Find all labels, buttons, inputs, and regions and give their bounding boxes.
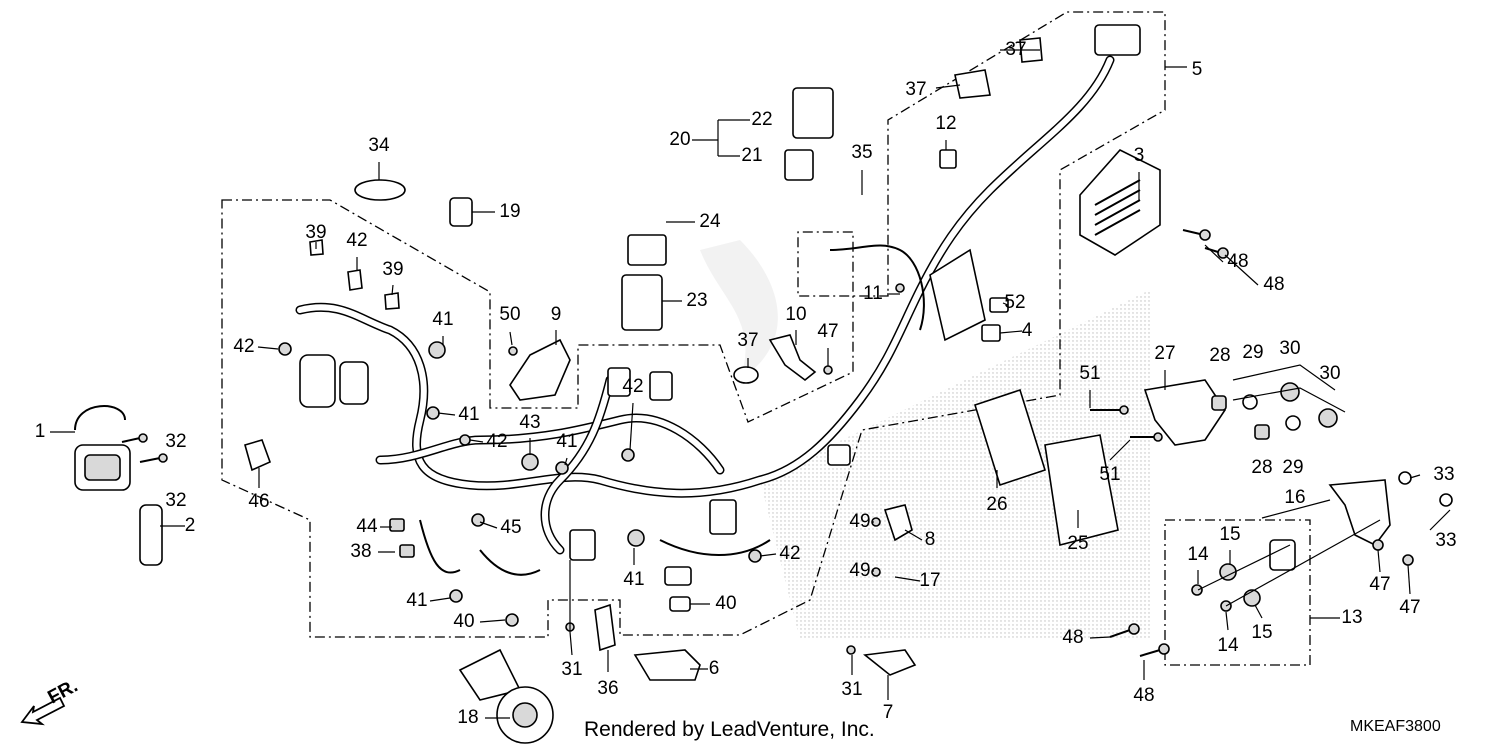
callout-38: 38 xyxy=(350,541,371,562)
callout-41: 41 xyxy=(432,309,453,330)
rendered-by-credit: Rendered by LeadVenture, Inc. xyxy=(584,718,875,741)
callout-34: 34 xyxy=(368,135,390,156)
callout-7: 7 xyxy=(883,702,894,723)
callout-26: 26 xyxy=(986,494,1007,515)
callout-48: 48 xyxy=(1263,274,1284,295)
callout-44: 44 xyxy=(356,516,378,537)
callout-15: 15 xyxy=(1219,524,1240,545)
callout-5: 5 xyxy=(1192,59,1203,80)
callout-47: 47 xyxy=(1369,574,1390,595)
callout-23: 23 xyxy=(686,290,707,311)
callout-28: 28 xyxy=(1209,345,1230,366)
callout-42: 42 xyxy=(622,376,643,397)
callout-49: 49 xyxy=(849,511,870,532)
callout-52: 52 xyxy=(1004,292,1025,313)
callout-10: 10 xyxy=(785,304,806,325)
callout-9: 9 xyxy=(551,304,562,325)
callout-36: 36 xyxy=(597,678,618,699)
callout-39: 39 xyxy=(305,222,326,243)
parts xyxy=(74,24,1453,744)
callout-35: 35 xyxy=(851,142,872,163)
callout-16: 16 xyxy=(1284,487,1305,508)
watermark xyxy=(700,240,1150,640)
callout-46: 46 xyxy=(248,491,269,512)
callout-28: 28 xyxy=(1251,457,1272,478)
callout-48: 48 xyxy=(1227,251,1248,272)
callout-48: 48 xyxy=(1133,685,1154,706)
leader-lines xyxy=(50,49,1451,719)
callout-2: 2 xyxy=(185,515,196,536)
callout-32: 32 xyxy=(165,431,186,452)
callout-21: 21 xyxy=(741,145,762,166)
callout-47: 47 xyxy=(817,321,838,342)
callout-42: 42 xyxy=(779,543,800,564)
callout-41: 41 xyxy=(556,431,577,452)
callout-30: 30 xyxy=(1319,363,1340,384)
callout-41: 41 xyxy=(458,404,479,425)
callout-37: 37 xyxy=(1005,39,1026,60)
callout-45: 45 xyxy=(500,517,521,538)
callout-51: 51 xyxy=(1079,363,1100,384)
callout-41: 41 xyxy=(406,590,427,611)
callout-12: 12 xyxy=(935,113,956,134)
callout-48: 48 xyxy=(1062,627,1083,648)
callout-31: 31 xyxy=(841,679,862,700)
callout-29: 29 xyxy=(1282,457,1303,478)
callout-29: 29 xyxy=(1242,342,1263,363)
callout-11: 11 xyxy=(863,283,883,304)
callout-30: 30 xyxy=(1279,338,1300,359)
callout-39: 39 xyxy=(382,259,403,280)
callout-24: 24 xyxy=(699,211,721,232)
callout-22: 22 xyxy=(751,109,772,130)
callout-33: 33 xyxy=(1433,464,1454,485)
diagram-code: MKEAF3800 xyxy=(1350,718,1441,735)
dashed-outlines xyxy=(221,11,1311,666)
callout-13: 13 xyxy=(1341,607,1362,628)
callout-14: 14 xyxy=(1217,635,1239,656)
callout-6: 6 xyxy=(709,658,720,679)
callout-14: 14 xyxy=(1187,544,1209,565)
callout-27: 27 xyxy=(1154,343,1175,364)
callout-37: 37 xyxy=(905,79,926,100)
callout-42: 42 xyxy=(233,336,254,357)
callout-1: 1 xyxy=(35,421,46,442)
callout-32: 32 xyxy=(165,490,186,511)
callout-3: 3 xyxy=(1134,145,1145,166)
callout-42: 42 xyxy=(486,431,507,452)
callout-4: 4 xyxy=(1022,320,1033,341)
callout-18: 18 xyxy=(457,707,478,728)
callout-8: 8 xyxy=(925,529,936,550)
callout-31: 31 xyxy=(561,659,582,680)
callout-33: 33 xyxy=(1435,530,1456,551)
callout-40: 40 xyxy=(715,593,736,614)
callout-41: 41 xyxy=(623,569,644,590)
callout-20: 20 xyxy=(669,129,690,150)
callout-17: 17 xyxy=(919,570,940,591)
callout-19: 19 xyxy=(499,201,520,222)
callout-51: 51 xyxy=(1099,464,1120,485)
callout-49: 49 xyxy=(849,560,870,581)
callout-50: 50 xyxy=(499,304,520,325)
callout-15: 15 xyxy=(1251,622,1272,643)
front-arrow: FR. xyxy=(20,676,81,726)
callout-42: 42 xyxy=(346,230,367,251)
callout-47: 47 xyxy=(1399,597,1420,618)
callout-43: 43 xyxy=(519,412,540,433)
fasteners xyxy=(121,229,1414,657)
main-wire-harness xyxy=(295,55,1115,576)
callout-37: 37 xyxy=(737,330,758,351)
callout-25: 25 xyxy=(1067,533,1088,554)
callout-40: 40 xyxy=(453,611,474,632)
